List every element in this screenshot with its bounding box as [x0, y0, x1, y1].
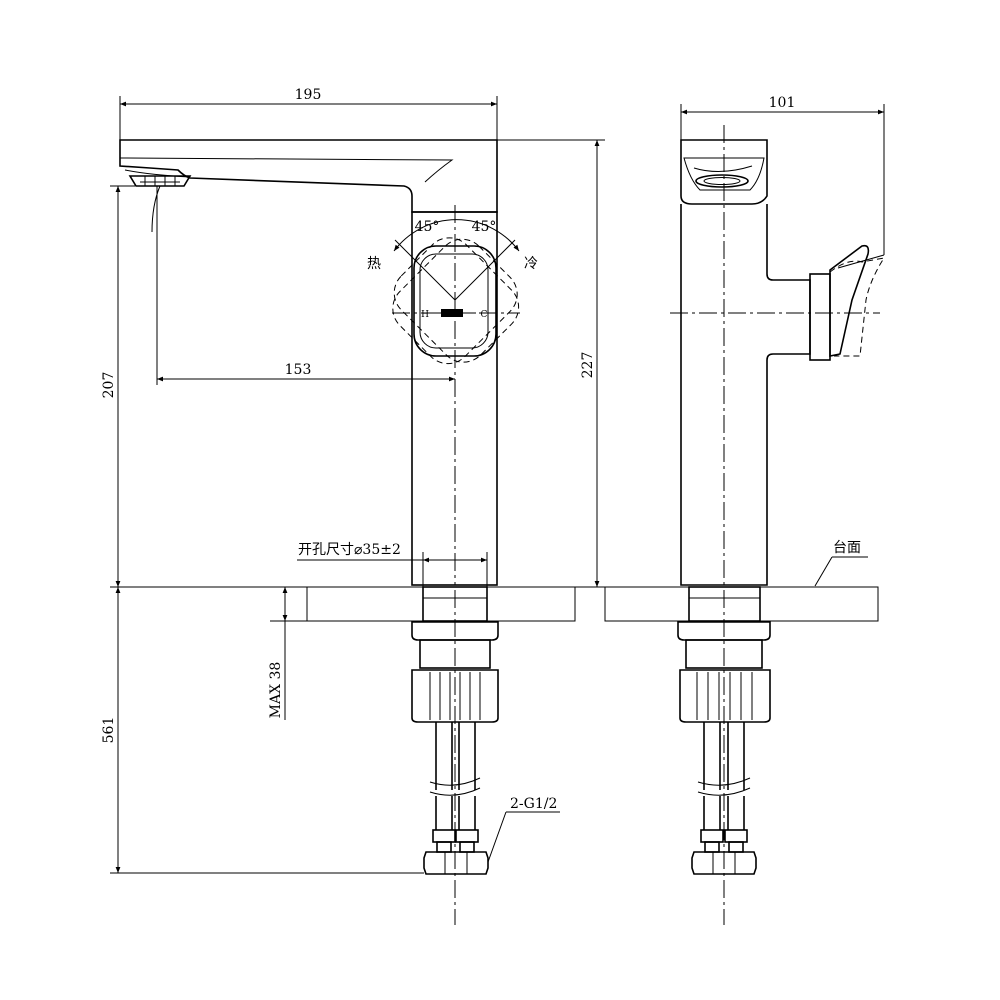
- connector-leader: [487, 811, 560, 863]
- handle-h-label: H: [421, 310, 429, 320]
- dim-561-label: 561: [101, 717, 117, 744]
- dim-195-label: 195: [295, 87, 322, 103]
- hot-label: 热: [367, 256, 381, 272]
- side-countertop: [604, 586, 879, 622]
- dim-hole-size: [297, 552, 488, 587]
- angle-cold-label: 45°: [472, 219, 497, 235]
- dim-max38-label: MAX 38: [268, 662, 284, 719]
- countertop-label: 台面: [833, 540, 861, 556]
- front-view: 195 153 207 227 561 MAX 38 45° 45° 热 冷 H…: [101, 87, 605, 925]
- side-head: [680, 139, 768, 205]
- dim-max-thickness: [270, 587, 307, 720]
- connector-label: 2-G1/2: [510, 796, 557, 812]
- side-aerator: [695, 174, 749, 188]
- handle-c-label: C: [481, 310, 488, 320]
- side-lever: [809, 244, 886, 361]
- dim-227-label: 227: [580, 352, 596, 379]
- front-hoses: [423, 722, 489, 875]
- dim-spout-reach: [156, 186, 455, 385]
- dim-spout-height: [110, 185, 307, 588]
- front-countertop: [306, 586, 576, 622]
- dim-153-label: 153: [285, 362, 312, 378]
- angle-hot-label: 45°: [415, 219, 440, 235]
- front-aerator: [128, 175, 192, 187]
- hole-size-label: 开孔尺寸⌀35±2: [298, 542, 401, 558]
- dim-total-height: [497, 139, 605, 588]
- dim-front-width: [119, 96, 498, 140]
- countertop-leader: [814, 556, 868, 587]
- dim-101-label: 101: [769, 95, 796, 111]
- dim-207-label: 207: [101, 372, 117, 399]
- front-spout: [119, 139, 498, 213]
- dim-side-width: [680, 104, 885, 255]
- side-body: [680, 204, 811, 586]
- dim-hose-length: [110, 587, 424, 874]
- side-view: 101 台面: [604, 95, 886, 925]
- cold-label: 冷: [524, 256, 538, 272]
